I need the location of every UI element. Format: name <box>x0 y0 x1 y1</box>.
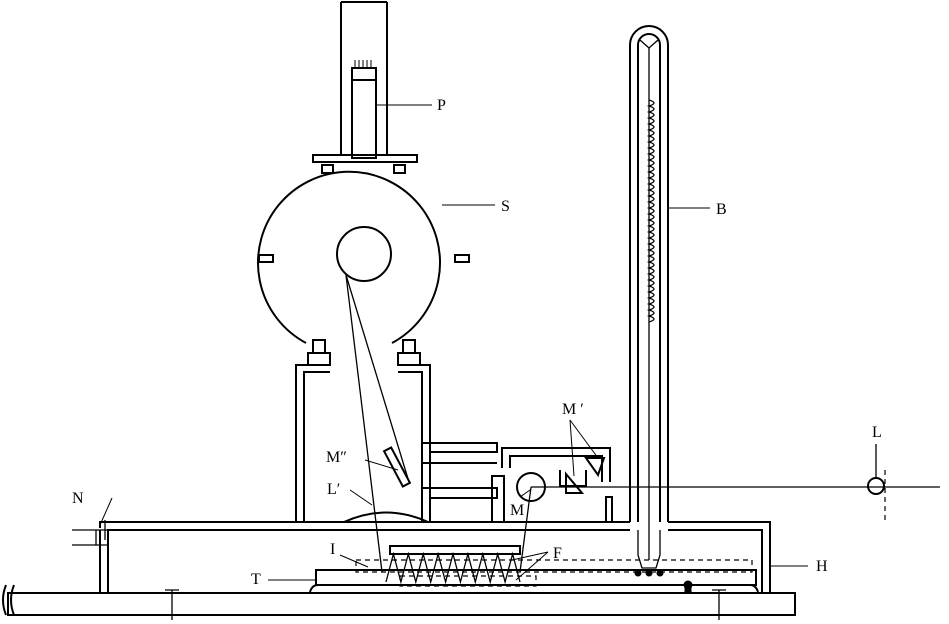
label-H: H <box>816 558 828 575</box>
housing-H <box>99 521 771 593</box>
label-M: M <box>510 502 524 519</box>
label-M-prime: M ′ <box>562 401 584 418</box>
tower-P <box>312 1 418 163</box>
sphere-stand <box>295 339 431 522</box>
lamp-L <box>867 444 886 520</box>
sphere-S <box>257 164 470 344</box>
coil-F <box>385 551 521 585</box>
label-L-prime: L′ <box>327 481 340 498</box>
labels: P S B M ′ L M″ L′ M N I F T H <box>72 97 882 588</box>
label-B: B <box>716 201 727 218</box>
fibers <box>345 274 940 573</box>
connector-N <box>72 520 108 546</box>
plate-I <box>389 545 521 555</box>
tube-B <box>629 25 669 569</box>
lens-L-prime <box>343 511 429 523</box>
base-marks <box>165 569 726 620</box>
base-board <box>2 584 796 616</box>
label-I: I <box>330 541 335 558</box>
leader-lines <box>99 104 808 581</box>
label-N: N <box>72 490 84 507</box>
label-F: F <box>553 545 562 562</box>
label-S: S <box>501 198 510 215</box>
brackets <box>422 442 613 523</box>
label-M-double-prime: M″ <box>326 449 347 466</box>
label-P: P <box>437 97 446 114</box>
label-T: T <box>251 571 261 588</box>
plate-T <box>309 559 759 593</box>
label-L: L <box>872 424 882 441</box>
